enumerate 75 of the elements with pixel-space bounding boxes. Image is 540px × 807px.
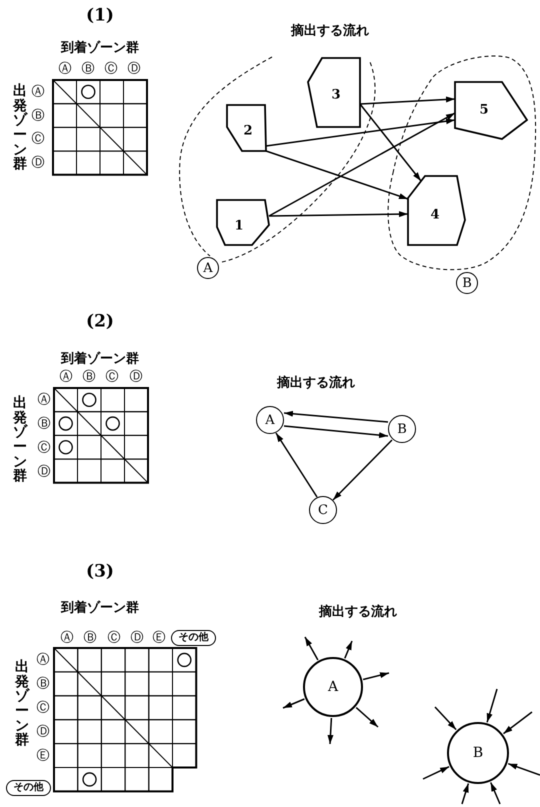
panel-number: (2) xyxy=(86,314,114,330)
arrow xyxy=(434,706,457,730)
zone-circle: A xyxy=(303,657,363,717)
zone-letter: Ⓑ xyxy=(82,370,96,384)
arrow xyxy=(356,707,378,728)
zone-shape: 2 xyxy=(226,104,267,152)
circled-letter: B xyxy=(456,272,478,294)
arrow xyxy=(359,104,422,182)
arrow xyxy=(328,718,334,744)
heading: 摘出する流れ xyxy=(291,24,369,38)
zone-letter: Ⓒ xyxy=(106,370,118,384)
circled-letter: A xyxy=(256,406,284,434)
zone-letter: Ⓑ xyxy=(32,110,44,122)
zone-letter: Ⓓ xyxy=(36,726,50,738)
zone-letter: Ⓓ xyxy=(130,632,144,644)
zone-letter: Ⓒ xyxy=(32,132,44,146)
zone-shape: 5 xyxy=(454,81,528,140)
arrow xyxy=(332,439,393,501)
heading: 摘出する流れ xyxy=(319,606,397,618)
zone-letter: Ⓔ xyxy=(152,632,166,644)
zone-letter: Ⓐ xyxy=(38,394,50,406)
zone-letter: Ⓐ xyxy=(58,62,72,76)
arrow xyxy=(422,766,450,780)
circled-letter: B xyxy=(388,415,416,443)
zone-circle: B xyxy=(447,722,509,784)
zone-letter: Ⓐ xyxy=(60,370,72,384)
zone-letter: Ⓑ xyxy=(82,62,94,76)
zone-letter: Ⓓ xyxy=(38,466,50,478)
arrow xyxy=(275,432,318,498)
arrow xyxy=(284,425,388,438)
arrow xyxy=(508,763,540,776)
panel-number: (1) xyxy=(86,8,114,24)
arrow xyxy=(268,112,456,217)
axis-label: 到着ゾーン群 xyxy=(61,602,139,614)
arrow xyxy=(282,698,305,709)
zone-letter: Ⓑ xyxy=(36,678,50,690)
arrow xyxy=(284,410,388,423)
arrow xyxy=(362,672,390,680)
zone-letter: Ⓓ xyxy=(130,370,142,384)
axis-label: 出発ゾーン群 xyxy=(12,84,28,172)
arrow xyxy=(503,711,532,734)
panel-number: (3) xyxy=(86,564,114,580)
axis-label: 出発ゾーン群 xyxy=(12,396,28,484)
arrow xyxy=(461,783,470,804)
rounded-label: その他 xyxy=(171,630,216,646)
arrow xyxy=(344,640,353,659)
rounded-label: その他 xyxy=(6,780,51,796)
arrow xyxy=(486,688,498,723)
circled-letter: C xyxy=(309,496,337,524)
zone-letter: Ⓐ xyxy=(32,86,44,98)
zone-letter: Ⓒ xyxy=(108,632,120,644)
zone-letter: Ⓑ xyxy=(38,418,50,430)
axis-label: 到着ゾーン群 xyxy=(61,352,139,366)
zone-letter: Ⓐ xyxy=(36,654,50,666)
arrow xyxy=(268,211,408,218)
zone-letter: Ⓓ xyxy=(32,156,44,170)
zone-shape: 1 xyxy=(216,199,270,246)
arrow xyxy=(304,636,319,660)
axis-label: 出発ゾーン群 xyxy=(14,660,30,748)
arrow xyxy=(266,150,408,200)
zone-letter: Ⓒ xyxy=(104,62,118,76)
zone-letter: Ⓒ xyxy=(38,442,50,454)
zone-letter: Ⓑ xyxy=(84,632,96,644)
arrow xyxy=(266,118,456,147)
circled-letter: A xyxy=(197,257,219,279)
zone-letter: Ⓔ xyxy=(36,750,50,762)
arrow xyxy=(490,782,501,804)
zone-shape: 3 xyxy=(307,57,361,128)
zone-letter: Ⓓ xyxy=(128,62,140,76)
heading: 摘出する流れ xyxy=(277,376,355,390)
arrow xyxy=(360,96,456,105)
axis-label: 到着ゾーン群 xyxy=(61,42,139,54)
zone-letter: Ⓒ xyxy=(36,702,50,714)
zone-letter: Ⓐ xyxy=(60,632,74,644)
zone-shape: 4 xyxy=(407,175,466,246)
